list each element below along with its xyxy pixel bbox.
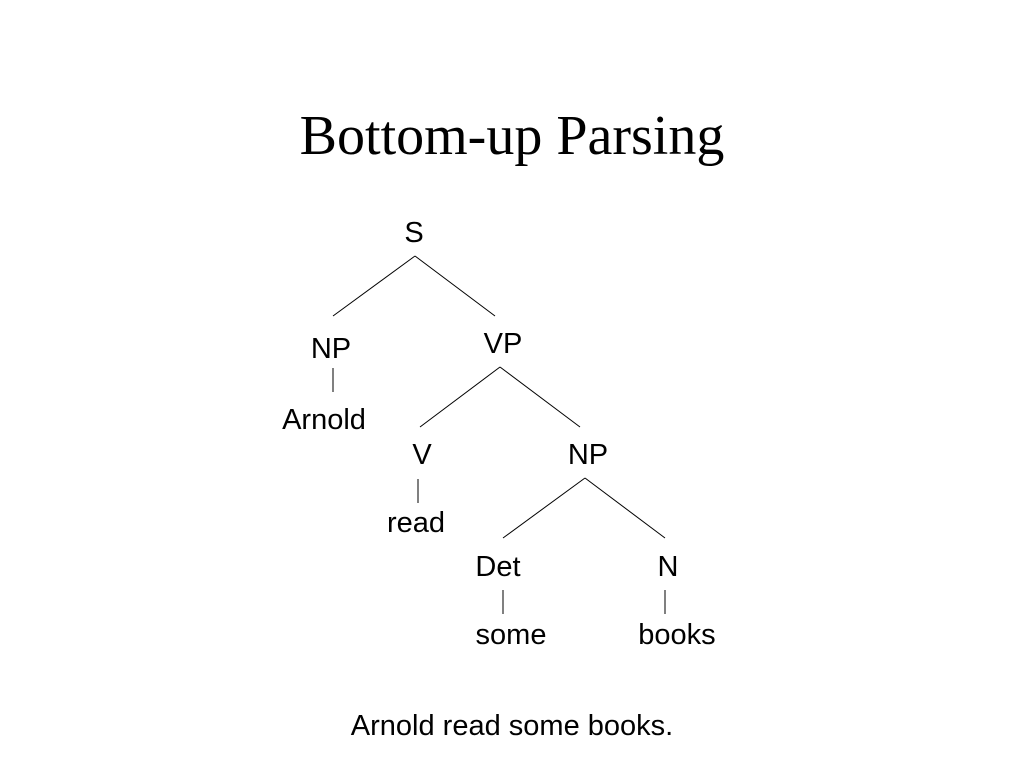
node-np-object: NP	[568, 439, 608, 471]
node-np-subject: NP	[311, 333, 351, 365]
edge-vp-v	[419, 366, 501, 428]
node-s: S	[404, 217, 423, 249]
edge-s-vp	[414, 255, 496, 317]
node-books: books	[638, 619, 715, 651]
node-arnold: Arnold	[282, 404, 366, 436]
edge-np-det	[502, 477, 586, 539]
node-some: some	[476, 619, 547, 651]
example-sentence: Arnold read some books.	[350, 710, 674, 742]
edge-s-np	[332, 255, 416, 317]
edge-np-n	[584, 477, 666, 539]
node-vp: VP	[484, 328, 523, 360]
node-det: Det	[475, 551, 520, 583]
node-n: N	[658, 551, 679, 583]
node-read: read	[387, 507, 445, 539]
node-v: V	[412, 439, 432, 471]
edge-vp-np	[499, 366, 581, 428]
slide-title: Bottom-up Parsing	[299, 105, 725, 167]
